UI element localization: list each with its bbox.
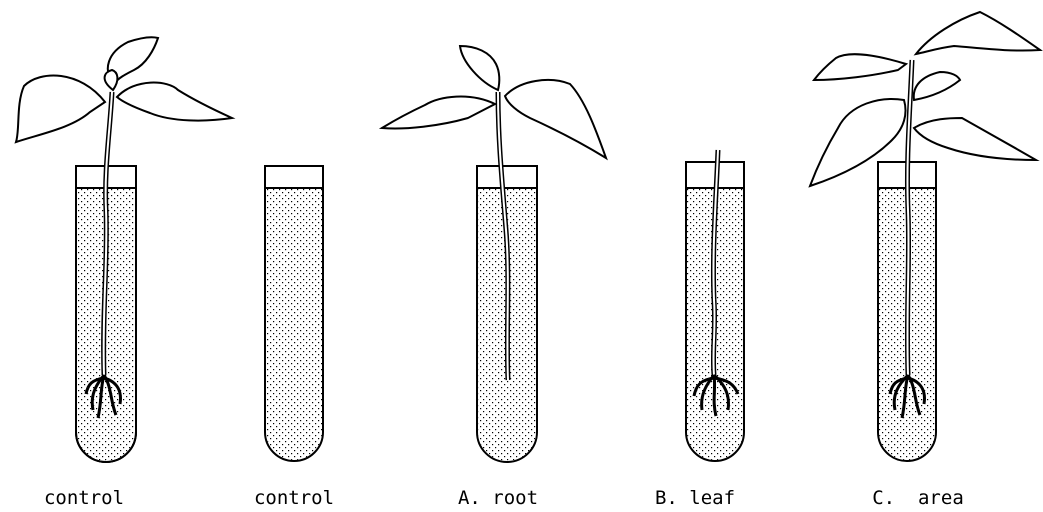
tube-3-label: A. root <box>458 487 538 509</box>
tube-5-large-plant <box>810 12 1040 461</box>
tube-1-label: control <box>44 487 124 509</box>
tube-1-control-plant <box>16 37 232 462</box>
tube-2-control-empty <box>265 166 323 461</box>
tube-2-label: control <box>254 487 334 509</box>
tube-3-no-roots <box>382 46 606 462</box>
tube-4-label: B. leaf <box>655 487 735 509</box>
tube-5-label: C. area <box>872 487 964 509</box>
tube-4-no-leaves <box>686 150 744 461</box>
